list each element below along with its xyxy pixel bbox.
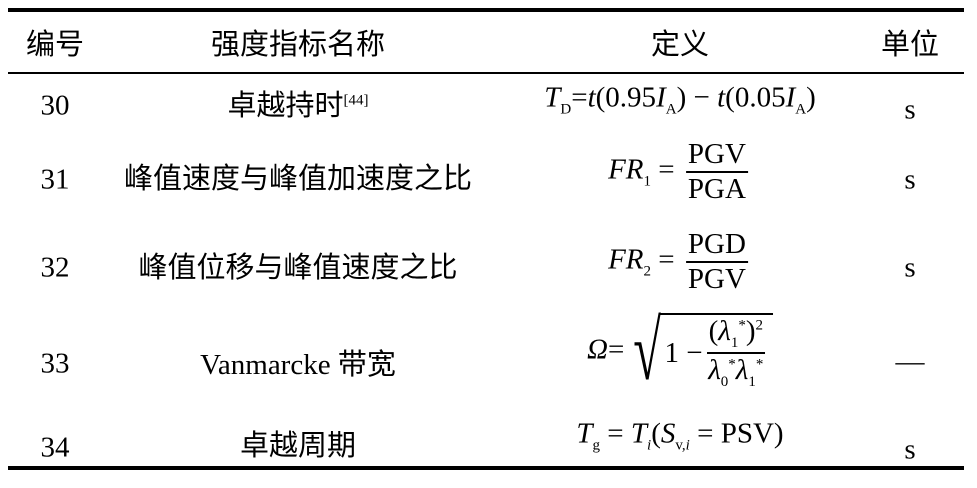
row-unit: s [904, 93, 916, 126]
bottom-rule [8, 466, 964, 470]
row-name: 卓越持时[44] [227, 82, 368, 124]
header-name: 强度指标名称 [210, 29, 386, 61]
name-text: 卓越持时 [227, 90, 344, 122]
row-name: Vanmarcke 带宽 [200, 349, 396, 381]
header-id: 编号 [25, 29, 85, 61]
top-rule [8, 8, 964, 12]
denominator: PGA [687, 173, 746, 205]
psv: PSV [720, 417, 774, 450]
row-unit: — [895, 345, 925, 378]
denominator: PGV [687, 263, 746, 295]
header-definition: 定义 [650, 29, 710, 61]
formula-30: TD=t(0.95IA) − t(0.05IA) [544, 81, 816, 118]
row-unit: s [904, 251, 916, 284]
row-id: 30 [40, 89, 70, 122]
row-name: 峰值位移与峰值速度之比 [138, 252, 458, 284]
row-id: 34 [40, 431, 70, 464]
row-id: 32 [40, 251, 70, 284]
row-name: 卓越周期 [239, 430, 357, 462]
formula-34: Tg = Ti(Sv,i = PSV) [576, 417, 784, 454]
row-unit: s [904, 163, 916, 196]
header-unit: 单位 [880, 29, 940, 61]
row-name: 峰值速度与峰值加速度之比 [123, 163, 473, 195]
header-rule [8, 72, 964, 74]
numerator: PGV [685, 138, 748, 173]
row-id: 33 [40, 347, 70, 380]
numerator: PGD [685, 228, 748, 263]
citation: [44] [343, 92, 369, 109]
row-id: 31 [40, 163, 70, 196]
row-unit: s [904, 433, 916, 466]
